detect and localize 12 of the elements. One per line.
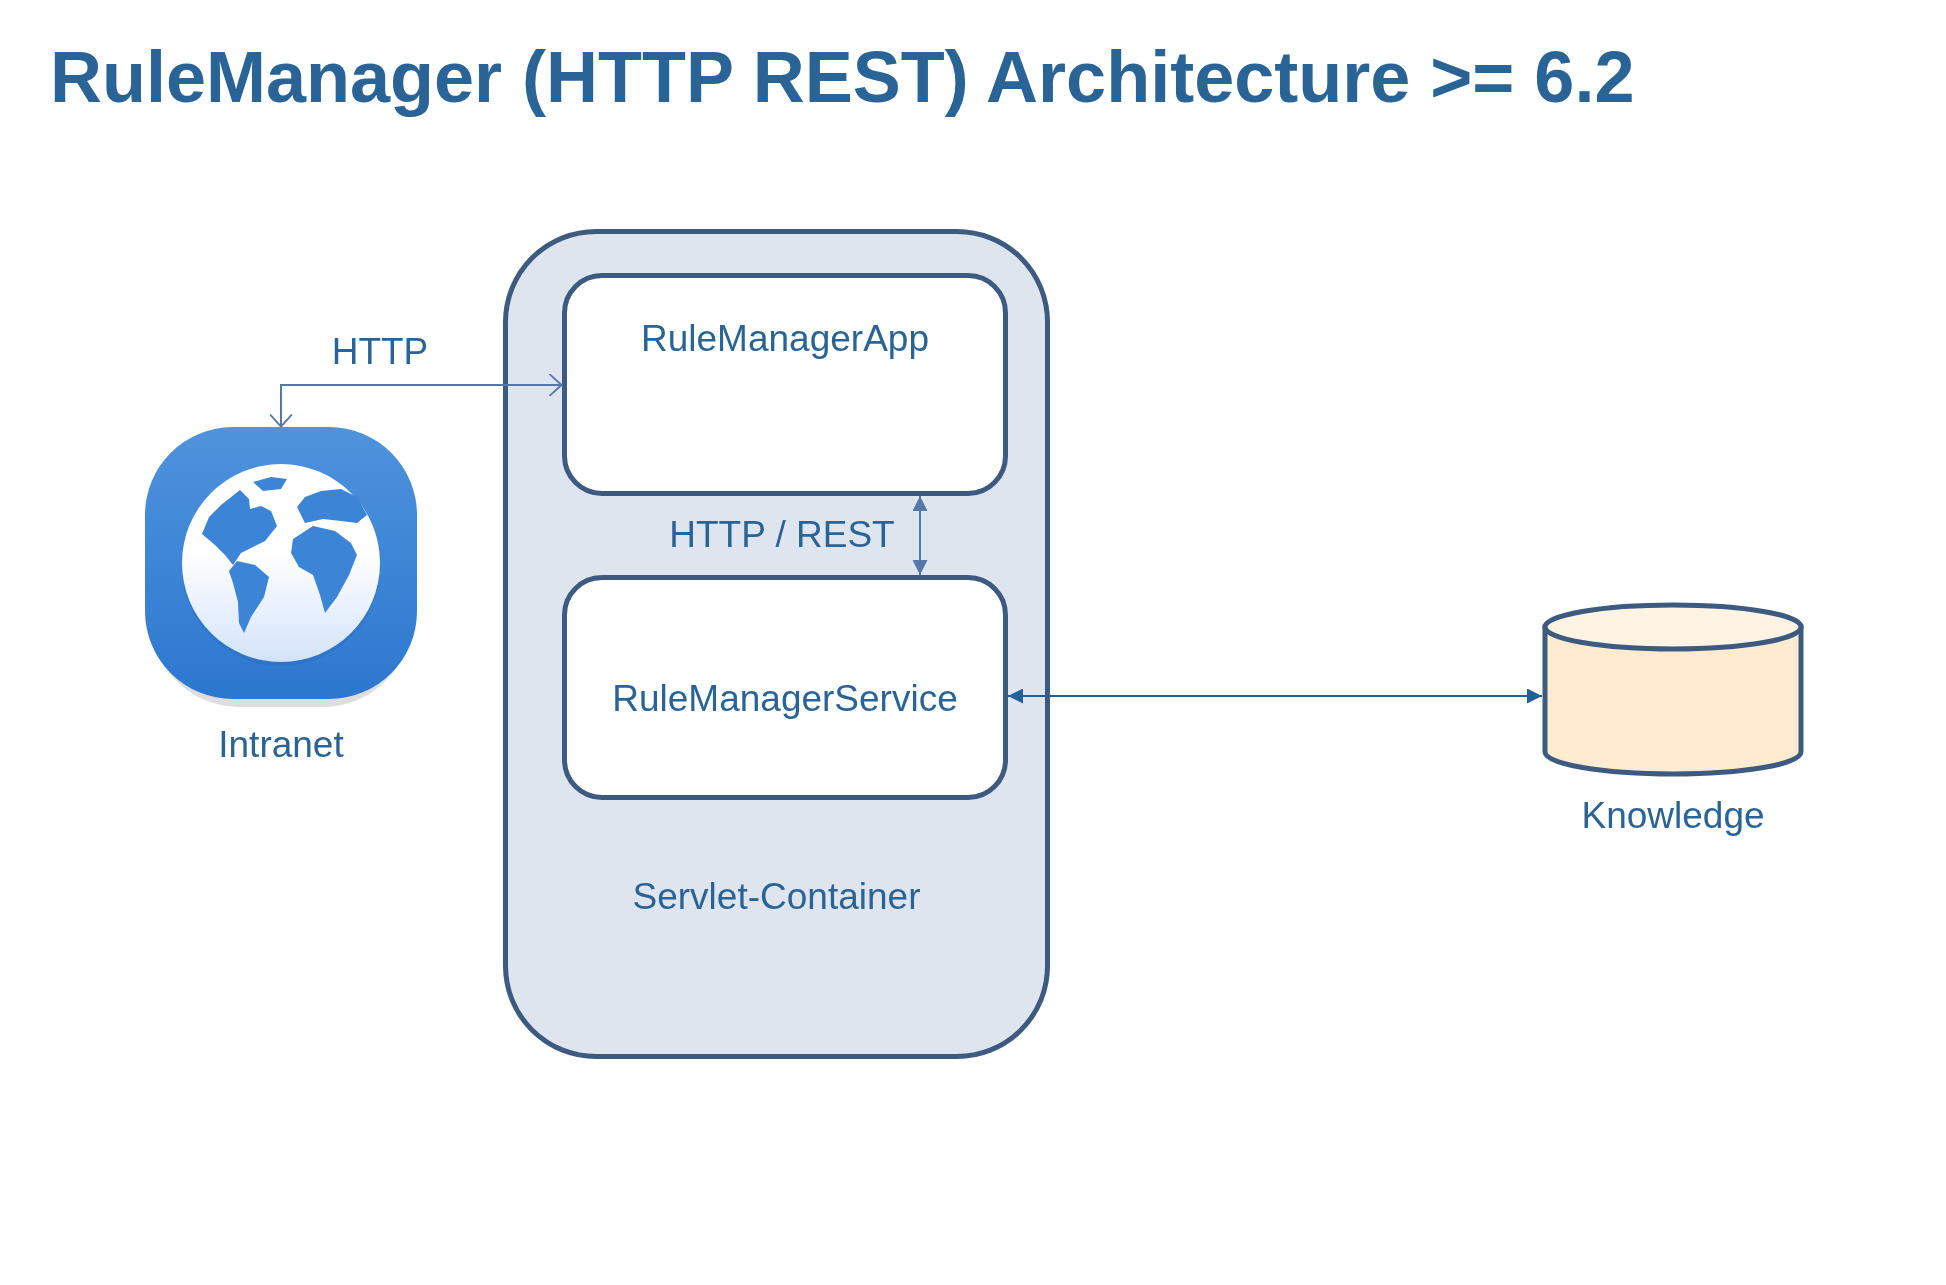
container-label: Servlet-Container bbox=[632, 875, 921, 919]
diagram-title: RuleManager (HTTP REST) Architecture >= 6.2 bbox=[50, 36, 1635, 119]
double-headed-arrow bbox=[912, 495, 928, 576]
node-label: Knowledge bbox=[1581, 794, 1765, 838]
double-headed-arrow bbox=[1007, 688, 1543, 704]
container-panel bbox=[503, 229, 1050, 1059]
component-panel bbox=[562, 273, 1008, 496]
node-label: Intranet bbox=[218, 723, 344, 767]
component-panel bbox=[562, 575, 1008, 800]
component-label: RuleManagerService bbox=[612, 677, 958, 721]
component-label: RuleManagerApp bbox=[641, 317, 929, 361]
double-headed-arrow bbox=[269, 373, 563, 428]
